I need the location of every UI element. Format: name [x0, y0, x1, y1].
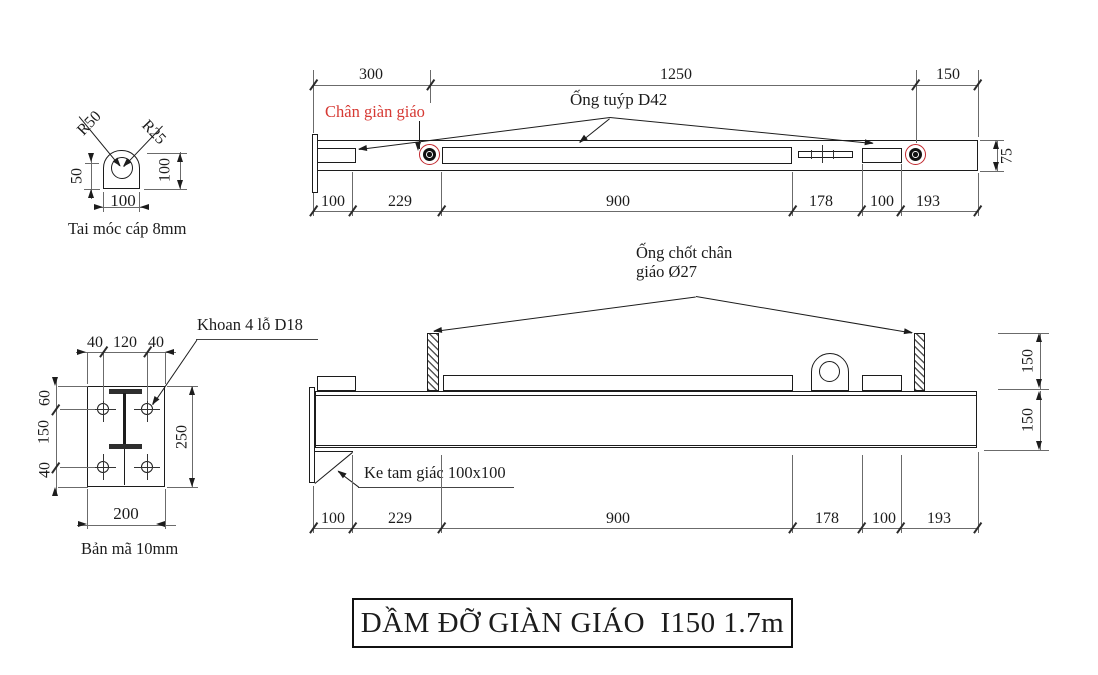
elev-pin-post-right — [913, 333, 925, 391]
title-block: DẦM ĐỠ GIÀN GIÁO I150 1.7m — [352, 598, 793, 648]
plan-lug-hole-edge-left — [810, 149, 812, 159]
drill-label: Khoan 4 lỗ D18 — [197, 315, 303, 334]
plan-bdim-178: 178 — [809, 192, 833, 210]
elev-bdim-900: 900 — [606, 510, 630, 527]
plate-tdim-40a: 40 — [87, 334, 103, 351]
plan-lug-strip — [798, 151, 853, 158]
plan-dim-1250: 1250 — [660, 66, 692, 83]
plan-bdim-229: 229 — [388, 192, 412, 210]
plan-bdim-100a: 100 — [321, 192, 345, 210]
elev-pin-post-left — [426, 333, 439, 391]
lug-dim-bottom: 100 — [110, 191, 136, 210]
plan-tube-stub-left — [316, 147, 356, 163]
elev-rdim-150-lower: 150 — [1019, 408, 1037, 432]
plan-leg-hole-left-highlight — [419, 144, 440, 165]
elev-lug-hole — [819, 361, 840, 382]
tube-label: Ống tuýp D42 — [570, 90, 668, 109]
plate-tdim-120: 120 — [113, 334, 137, 351]
elev-top-flange-line — [315, 394, 976, 396]
pin-label-line2: giáo Ø27 — [636, 262, 697, 281]
plan-lug-hole-edge-right — [832, 149, 834, 159]
plate-caption: Bản mã 10mm — [81, 539, 179, 558]
plan-bdim-900: 900 — [606, 192, 630, 210]
elev-beam-outline — [314, 390, 977, 448]
elev-bdim-100b: 100 — [872, 510, 896, 527]
plan-bdim-193: 193 — [916, 192, 940, 210]
plan-leg-hole-right-highlight — [905, 144, 926, 165]
elev-bdim-229: 229 — [388, 510, 412, 527]
plan-lug-crosshair-v — [821, 145, 823, 163]
plan-dim-300: 300 — [359, 66, 383, 83]
leg-label: Chân giàn giáo — [325, 102, 425, 121]
plan-dim-150: 150 — [936, 66, 960, 83]
elev-bdim-100a: 100 — [321, 510, 345, 527]
ibeam-top-flange — [108, 388, 142, 394]
gusset-label: Ke tam giác 100x100 — [364, 463, 506, 482]
elev-bdim-178: 178 — [815, 510, 839, 527]
elev-tube-long — [443, 375, 793, 391]
ibeam-web — [123, 393, 127, 444]
plan-tube-stub-right — [862, 147, 902, 163]
gusset-leader — [335, 468, 359, 488]
pin-label-line1: Ống chốt chân — [636, 243, 733, 262]
elev-tube-stub-left — [316, 375, 356, 391]
ibeam-web-tail — [124, 448, 126, 485]
elev-tube-stub-right — [862, 374, 902, 391]
plan-bdim-100b: 100 — [870, 192, 894, 210]
lug-caption: Tai móc cáp 8mm — [68, 219, 187, 238]
elev-bottom-flange-line — [315, 444, 976, 446]
plate-tdim-40b: 40 — [148, 334, 164, 351]
plan-tube-long — [442, 147, 792, 164]
drawing-title: DẦM ĐỠ GIÀN GIÁO I150 1.7m — [360, 606, 785, 639]
plate-bdim-200: 200 — [113, 504, 139, 523]
leg-leader — [418, 121, 420, 149]
gusset-top-edge — [314, 450, 353, 452]
ibeam-bottom-flange — [108, 443, 142, 449]
elev-bdim-193: 193 — [927, 510, 951, 527]
elev-rdim-150-upper: 150 — [1019, 348, 1037, 373]
